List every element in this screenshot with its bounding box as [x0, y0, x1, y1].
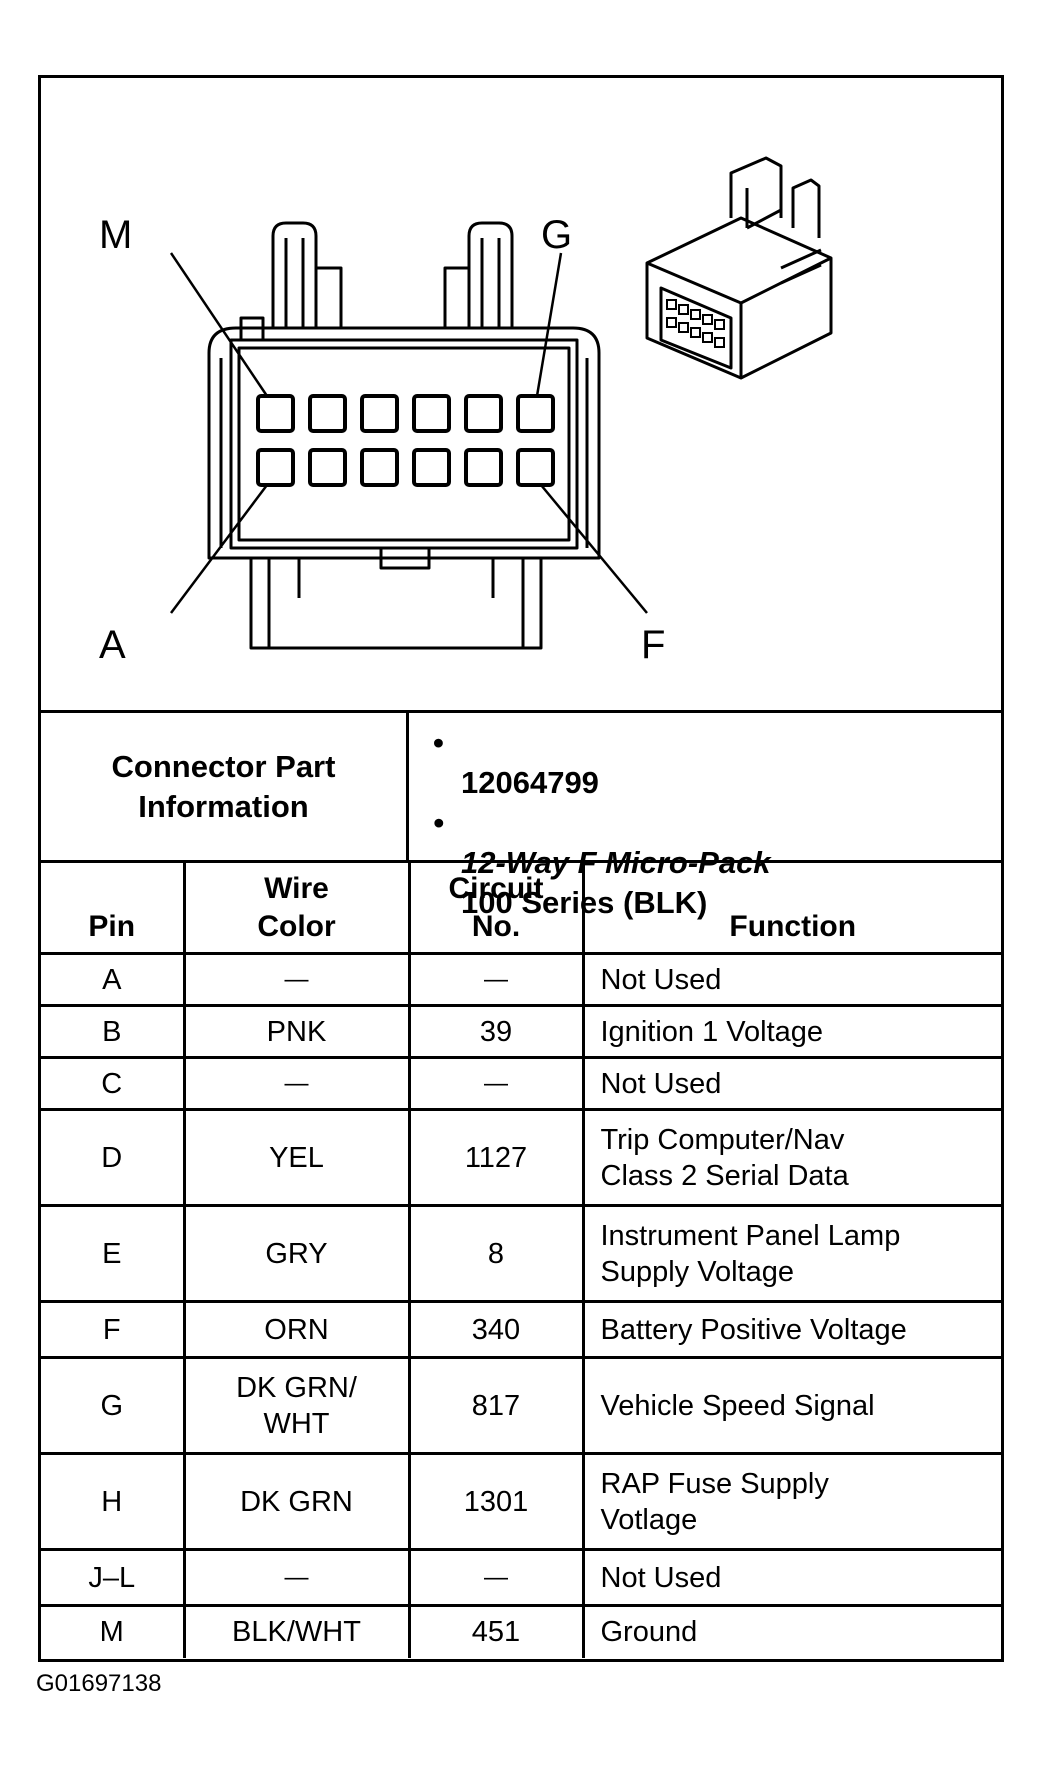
cell-function: Instrument Panel Lamp Supply Voltage — [581, 1204, 1001, 1303]
connector-diagram: M G A F — [41, 78, 1001, 710]
cell-function: Ground — [581, 1604, 1001, 1658]
cell-pin: A — [41, 952, 186, 1007]
cell-circuit-no: 8 — [407, 1204, 585, 1303]
cell-circuit-no: 1301 — [407, 1452, 585, 1551]
cell-pin: J–L — [41, 1548, 186, 1607]
cell-wire-color: DK GRN/ WHT — [182, 1356, 411, 1455]
cell-function: Battery Positive Voltage — [581, 1300, 1001, 1359]
cell-pin: H — [41, 1452, 186, 1551]
part-number-text: 12064799 — [461, 765, 599, 800]
table-row: M BLK/WHT 451 Ground — [41, 1604, 1001, 1658]
cell-pin: C — [41, 1056, 186, 1111]
header-circuit-no: Circuit No. — [407, 860, 585, 955]
table-row: D YEL 1127 Trip Computer/Nav Class 2 Ser… — [41, 1108, 1001, 1207]
pin-label-g: G — [541, 213, 572, 257]
pin-label-a: A — [99, 623, 126, 667]
cell-wire-color: — — [182, 1548, 411, 1607]
cell-wire-color: ORN — [182, 1300, 411, 1359]
cell-circuit-no: 817 — [407, 1356, 585, 1455]
table-row: F ORN 340 Battery Positive Voltage — [41, 1300, 1001, 1359]
cell-pin: D — [41, 1108, 186, 1207]
isometric-cavities — [666, 299, 725, 348]
connector-part-info-title: Connector Part Information — [41, 713, 409, 860]
table-row: G DK GRN/ WHT 817 Vehicle Speed Signal — [41, 1356, 1001, 1455]
header-pin: Pin — [41, 860, 186, 955]
cell-function: Trip Computer/Nav Class 2 Serial Data — [581, 1108, 1001, 1207]
cell-function: Vehicle Speed Signal — [581, 1356, 1001, 1455]
header-wire-color: Wire Color — [182, 860, 411, 955]
cell-wire-color: YEL — [182, 1108, 411, 1207]
terminal-cavities — [256, 394, 555, 487]
cell-circuit-no: 340 — [407, 1300, 585, 1359]
cell-pin: B — [41, 1004, 186, 1059]
cell-pin: F — [41, 1300, 186, 1359]
cell-wire-color: BLK/WHT — [182, 1604, 411, 1658]
table-row: B PNK 39 Ignition 1 Voltage — [41, 1004, 1001, 1059]
cell-wire-color: DK GRN — [182, 1452, 411, 1551]
pin-table: Pin Wire Color Circuit No. Function A — … — [41, 860, 1001, 1658]
table-row: E GRY 8 Instrument Panel Lamp Supply Vol… — [41, 1204, 1001, 1303]
cell-function: Not Used — [581, 1056, 1001, 1111]
pin-table-header: Pin Wire Color Circuit No. Function — [41, 860, 1001, 955]
cell-circuit-no: 1127 — [407, 1108, 585, 1207]
table-row: H DK GRN 1301 RAP Fuse Supply Votlage — [41, 1452, 1001, 1551]
header-function: Function — [581, 860, 1001, 955]
connector-part-info: Connector Part Information 12064799 12-W… — [41, 710, 1001, 920]
table-row: A — — Not Used — [41, 952, 1001, 1007]
cell-function: RAP Fuse Supply Votlage — [581, 1452, 1001, 1551]
table-row: C — — Not Used — [41, 1056, 1001, 1111]
connector-frame: M G A F — [38, 75, 1004, 1662]
cell-pin: M — [41, 1604, 186, 1658]
pin-label-f: F — [641, 623, 665, 667]
cell-function: Not Used — [581, 952, 1001, 1007]
cell-wire-color: PNK — [182, 1004, 411, 1059]
cell-circuit-no: — — [407, 1056, 585, 1111]
image-id-caption: G01697138 — [36, 1670, 162, 1697]
cell-pin: G — [41, 1356, 186, 1455]
cell-function: Not Used — [581, 1548, 1001, 1607]
cell-pin: E — [41, 1204, 186, 1303]
cell-wire-color: GRY — [182, 1204, 411, 1303]
leader-lines — [169, 252, 648, 614]
cell-wire-color: — — [182, 952, 411, 1007]
cell-circuit-no: — — [407, 1548, 585, 1607]
cell-circuit-no: 39 — [407, 1004, 585, 1059]
cell-function: Ignition 1 Voltage — [581, 1004, 1001, 1059]
pin-label-m: M — [99, 213, 132, 257]
connector-face-drawing: M G A F — [99, 156, 833, 667]
cell-wire-color: — — [182, 1056, 411, 1111]
cell-circuit-no: 451 — [407, 1604, 585, 1658]
table-row: J–L — — Not Used — [41, 1548, 1001, 1607]
cell-circuit-no: — — [407, 952, 585, 1007]
connector-part-info-title-text: Connector Part Information — [111, 748, 336, 824]
part-number: 12064799 — [409, 723, 999, 803]
connector-isometric-drawing — [645, 156, 833, 380]
